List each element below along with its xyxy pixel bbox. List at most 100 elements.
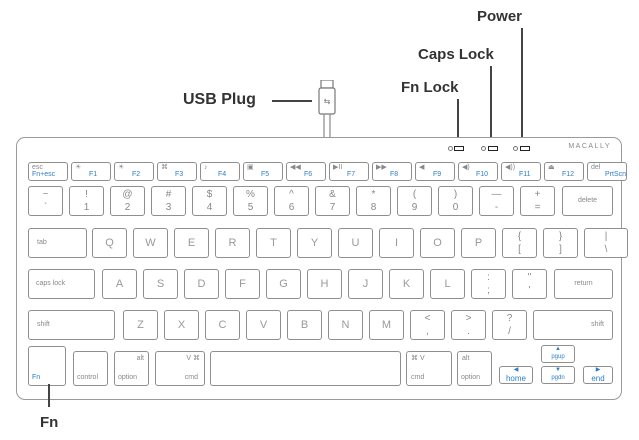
num-key-0[interactable]: ~` (28, 186, 63, 216)
key-y[interactable]: Y (297, 228, 332, 258)
key-base-label: 7 (329, 201, 336, 213)
num-key-8[interactable]: *8 (356, 186, 391, 216)
key-k[interactable]: K (389, 269, 424, 299)
num-key-4[interactable]: $4 (192, 186, 227, 216)
key-top-label: ◀)) (505, 164, 516, 171)
key-c[interactable]: C (205, 310, 240, 340)
num-key-9[interactable]: (9 (397, 186, 432, 216)
fn-row-key-8[interactable]: ▶▶F8 (372, 162, 412, 181)
key-base-label: ` (43, 201, 48, 213)
key-m[interactable]: M (369, 310, 404, 340)
bracket-key-2[interactable]: |\ (584, 228, 628, 258)
fn-row-key-5[interactable]: ▣F5 (243, 162, 283, 181)
key-j[interactable]: J (348, 269, 383, 299)
delete-key[interactable]: delete (562, 186, 613, 216)
arrow-left-key[interactable]: ◀home (499, 366, 533, 384)
fn-row-key-10[interactable]: ◀)F10 (458, 162, 498, 181)
key-x[interactable]: X (164, 310, 199, 340)
punct-key-1[interactable]: "' (512, 269, 547, 299)
num-key-1[interactable]: !1 (69, 186, 104, 216)
key-s[interactable]: S (143, 269, 178, 299)
right-shift-key[interactable]: shift (533, 310, 613, 340)
delete-label: delete (577, 197, 598, 204)
key-a[interactable]: A (102, 269, 137, 299)
num-key-6[interactable]: ^6 (274, 186, 309, 216)
num-key-7[interactable]: &7 (315, 186, 350, 216)
bracket-key-1[interactable]: }] (543, 228, 578, 258)
left-shift-key[interactable]: shift (28, 310, 115, 340)
return-key[interactable]: return (554, 269, 613, 299)
arrow-right-key[interactable]: ▶end (583, 366, 613, 384)
caps-lock-key[interactable]: caps lock (28, 269, 95, 299)
key-top-label: ▶II (333, 164, 343, 171)
key-u[interactable]: U (338, 228, 373, 258)
punct-key-0[interactable]: :; (471, 269, 506, 299)
key-z[interactable]: Z (123, 310, 158, 340)
key-i[interactable]: I (379, 228, 414, 258)
key-shift-label: ) (453, 189, 458, 200)
fn-key[interactable]: Fn (28, 346, 66, 386)
punct-key-4[interactable]: ?/ (492, 310, 527, 340)
key-l[interactable]: L (430, 269, 465, 299)
fn-row-key-11[interactable]: ◀))F11 (501, 162, 541, 181)
key-g[interactable]: G (266, 269, 301, 299)
key-base-label: [ (518, 243, 521, 255)
key-t[interactable]: T (256, 228, 291, 258)
key-b[interactable]: B (287, 310, 322, 340)
num-key-3[interactable]: #3 (151, 186, 186, 216)
spacebar[interactable] (210, 351, 401, 386)
control-key[interactable]: control (73, 351, 108, 386)
num-key-11[interactable]: —- (479, 186, 514, 216)
key-d[interactable]: D (184, 269, 219, 299)
num-key-5[interactable]: %5 (233, 186, 268, 216)
fn-row-key-6[interactable]: ◀◀F6 (286, 162, 326, 181)
key-base-label: 1 (83, 201, 90, 213)
key-letter: D (197, 278, 206, 290)
key-h[interactable]: H (307, 269, 342, 299)
fn-row-key-9[interactable]: ◀F9 (415, 162, 455, 181)
num-key-10[interactable]: )0 (438, 186, 473, 216)
key-v[interactable]: V (246, 310, 281, 340)
cmd-label: cmd (411, 373, 425, 381)
key-n[interactable]: N (328, 310, 363, 340)
tab-key[interactable]: tab (28, 228, 87, 258)
punct-key-2[interactable]: <, (410, 310, 445, 340)
key-base-label: . (467, 325, 470, 337)
key-e[interactable]: E (174, 228, 209, 258)
power-led (520, 146, 530, 151)
num-key-12[interactable]: += (520, 186, 555, 216)
key-w[interactable]: W (133, 228, 168, 258)
key-base-label: - (494, 201, 499, 213)
fn-row-key-2[interactable]: ☀F2 (114, 162, 154, 181)
num-key-2[interactable]: @2 (110, 186, 145, 216)
key-shift-label: ! (85, 189, 88, 200)
key-shift-label: < (424, 313, 431, 324)
key-shift-label: > (465, 313, 472, 324)
punct-key-3[interactable]: >. (451, 310, 486, 340)
cmd-icons: V ⌘ (186, 355, 200, 362)
left-cmd-key[interactable]: V ⌘cmd (155, 351, 205, 386)
key-p[interactable]: P (461, 228, 496, 258)
key-base-label: 2 (124, 201, 131, 213)
arrow-up-key[interactable]: ▲pgup (541, 345, 575, 363)
key-shift-label: : (487, 272, 490, 283)
key-o[interactable]: O (420, 228, 455, 258)
key-r[interactable]: R (215, 228, 250, 258)
arrow-down-key[interactable]: ▼pgdn (541, 366, 575, 384)
key-base-label: 8 (370, 201, 377, 213)
fn-row-key-3[interactable]: ⌘F3 (157, 162, 197, 181)
bracket-key-0[interactable]: {[ (502, 228, 537, 258)
fn-row-key-12[interactable]: ⏏F12 (544, 162, 584, 181)
fn-row-key-1[interactable]: ☀F1 (71, 162, 111, 181)
key-f[interactable]: F (225, 269, 260, 299)
key-q[interactable]: Q (92, 228, 127, 258)
fn-row-key-4[interactable]: ♪F4 (200, 162, 240, 181)
key-base-label: 0 (452, 201, 459, 213)
